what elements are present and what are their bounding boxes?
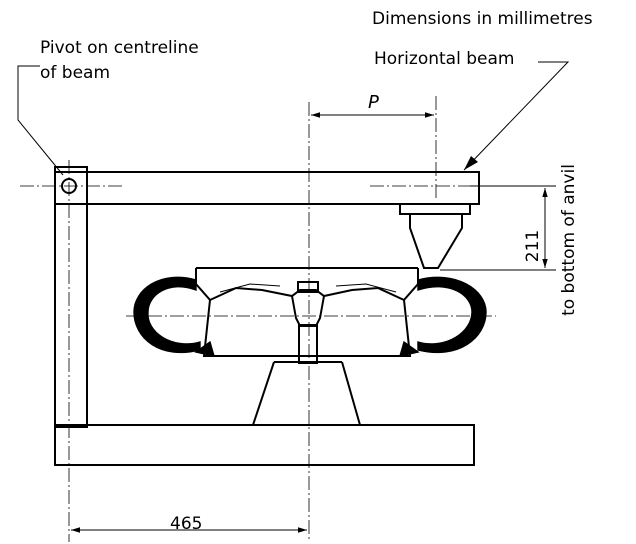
anvil-mount [399,203,471,215]
support-stand [252,361,361,426]
beam-leader-arrowhead [464,156,478,170]
wheel-rim [195,267,419,357]
pivot-label-line1: Pivot on centreline [40,38,199,58]
pivot-label-line2: of beam [40,63,110,83]
to-bottom-of-anvil-label: to bottom of anvil [559,164,579,316]
dimension-211-label: 211 [523,230,543,262]
dimension-p-label: P [368,92,379,113]
wheel-disc [209,286,405,301]
beam-leader-line [463,61,570,171]
tire-section-left [133,276,201,354]
rim-flange-sections [194,340,420,357]
vertical-post [54,166,88,428]
anvil [409,214,463,269]
base-plate [54,424,475,466]
pivot-leader-line [17,65,64,176]
hub-shaft [298,324,318,364]
horizontal-beam [54,171,480,205]
tire-section-right [417,276,487,354]
wheel-hub [291,295,325,327]
units-note: Dimensions in millimetres [372,9,593,29]
dimension-465-label: 465 [170,514,202,534]
horizontal-beam-label: Horizontal beam [374,49,514,69]
hub-cap [297,281,319,293]
wheel-disc-inner [219,283,397,293]
